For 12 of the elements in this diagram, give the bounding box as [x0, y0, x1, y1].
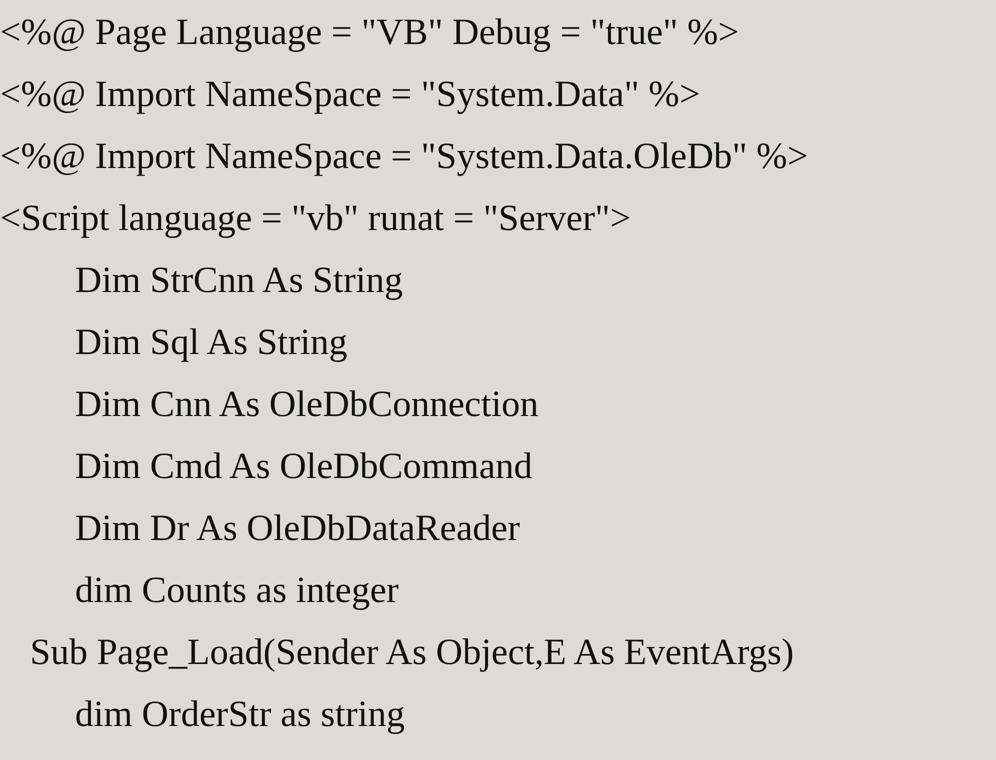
code-line: Sub Page_Load(Sender As Object,E As EventArgs): [30, 631, 794, 675]
code-line: Dim Dr As OleDbDataReader: [75, 507, 520, 551]
code-line: Dim Cnn As OleDbConnection: [75, 383, 539, 427]
code-line: dim Counts as integer: [75, 569, 399, 613]
code-line: <Script language = "vb" runat = "Server">: [0, 197, 631, 241]
code-line: Dim Sql As String: [75, 321, 348, 365]
code-line: dim OrderStr as string: [75, 693, 405, 737]
code-line: <%@ Page Language = "VB" Debug = "true" %>: [0, 11, 739, 55]
code-line: Dim Cmd As OleDbCommand: [75, 445, 532, 489]
code-line: <%@ Import NameSpace = "System.Data.OleDb" %>: [0, 135, 808, 179]
code-line: <%@ Import NameSpace = "System.Data" %>: [0, 73, 700, 117]
code-line: Dim StrCnn As String: [75, 259, 403, 303]
